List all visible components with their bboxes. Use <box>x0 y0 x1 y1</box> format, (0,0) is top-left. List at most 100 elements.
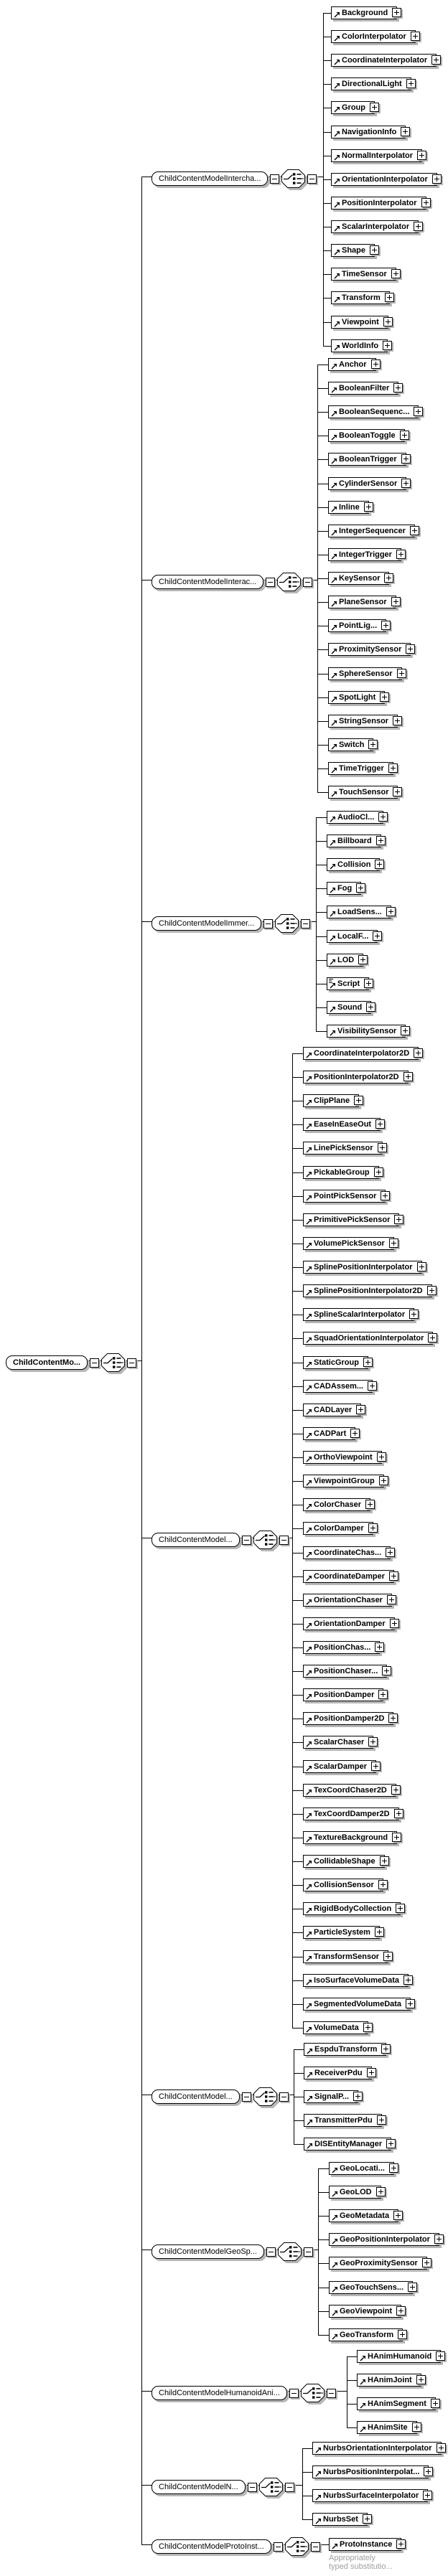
expand-button[interactable] <box>354 1096 364 1105</box>
expand-button[interactable] <box>434 2234 444 2244</box>
expand-button[interactable] <box>368 740 378 749</box>
element-node[interactable]: Anchor <box>328 358 381 371</box>
collapse-button[interactable] <box>241 2092 251 2102</box>
element-node[interactable]: Billboard <box>327 835 386 847</box>
element-node[interactable]: IntegerTrigger <box>328 548 406 561</box>
expand-button[interactable] <box>411 2422 421 2432</box>
collapse-button[interactable] <box>289 2388 299 2398</box>
expand-button[interactable] <box>393 383 403 392</box>
element-node[interactable]: IsoSurfaceVolumeData <box>303 1974 414 1987</box>
element-node[interactable]: GeoViewpoint <box>329 2305 406 2318</box>
element-node[interactable]: NurbsSurfaceInterpolator <box>312 2489 433 2502</box>
expand-button[interactable] <box>356 1405 366 1414</box>
expand-button[interactable] <box>356 883 366 893</box>
collapse-button[interactable] <box>310 2542 320 2552</box>
expand-button[interactable] <box>436 2351 446 2361</box>
expand-button[interactable] <box>396 2306 406 2316</box>
element-node[interactable]: NurbsOrientationInterpolator <box>312 2442 446 2455</box>
element-node[interactable]: CollisionSensor <box>303 1879 388 1891</box>
element-node[interactable]: OrientationChaser <box>303 1594 396 1607</box>
expand-button[interactable] <box>370 103 379 112</box>
group-node-2-box[interactable]: ChildContentModelImmer... <box>151 916 262 931</box>
element-node[interactable]: ScalarInterpolator <box>331 220 424 233</box>
expand-button[interactable] <box>370 359 381 369</box>
expand-button[interactable] <box>384 293 394 302</box>
element-node[interactable]: Inline <box>328 501 373 514</box>
element-node[interactable]: SegmentedVolumeData <box>303 1998 416 2011</box>
expand-button[interactable] <box>396 2539 406 2549</box>
expand-button[interactable] <box>386 2139 396 2148</box>
element-node[interactable]: CylinderSensor <box>328 477 411 490</box>
expand-button[interactable] <box>388 1714 398 1723</box>
expand-button[interactable] <box>389 1571 399 1581</box>
expand-button[interactable] <box>409 526 419 535</box>
expand-button[interactable] <box>421 198 431 207</box>
element-node[interactable]: VisibilitySensor <box>327 1025 411 1038</box>
expand-button[interactable] <box>416 2375 426 2384</box>
expand-button[interactable] <box>401 1026 411 1035</box>
element-node[interactable]: SignalP... <box>304 2090 363 2103</box>
expand-button[interactable] <box>374 1927 384 1937</box>
element-node[interactable]: CADLayer <box>303 1404 366 1416</box>
expand-button[interactable] <box>430 2399 440 2408</box>
element-node[interactable]: Collision <box>327 858 385 871</box>
element-node[interactable]: BooleanSequenc... <box>328 405 424 418</box>
element-node[interactable]: TransformSensor <box>303 1950 393 1963</box>
expand-button[interactable] <box>358 955 368 964</box>
expand-button[interactable] <box>363 2023 373 2032</box>
element-node[interactable]: PositionDamper <box>303 1688 388 1701</box>
expand-button[interactable] <box>431 174 442 184</box>
element-node[interactable]: TouchSensor <box>328 786 403 799</box>
expand-button[interactable] <box>373 1167 383 1177</box>
expand-button[interactable] <box>376 2115 386 2125</box>
expand-button[interactable] <box>423 2491 433 2500</box>
element-node[interactable]: AudioCl... <box>327 811 388 824</box>
element-node[interactable]: OrientationInterpolator <box>331 173 442 186</box>
expand-button[interactable] <box>363 1358 373 1367</box>
expand-button[interactable] <box>401 479 411 488</box>
expand-button[interactable] <box>393 1809 403 1818</box>
element-node[interactable]: SphereSensor <box>328 667 406 680</box>
expand-button[interactable] <box>364 979 374 988</box>
element-node[interactable]: LOD <box>327 954 368 967</box>
expand-button[interactable] <box>414 407 424 416</box>
element-node[interactable]: Viewpoint <box>331 316 393 329</box>
expand-button[interactable] <box>375 836 386 845</box>
group-node-6-box[interactable]: ChildContentModelHumanoidAni... <box>151 2386 287 2400</box>
expand-button[interactable] <box>378 1880 388 1889</box>
expand-button[interactable] <box>436 2443 446 2453</box>
expand-button[interactable] <box>424 2467 434 2476</box>
element-node[interactable]: SpotLight <box>328 691 390 704</box>
collapse-button[interactable] <box>307 174 317 184</box>
element-node[interactable]: CADAssem... <box>303 1380 378 1393</box>
expand-button[interactable] <box>386 1548 396 1557</box>
element-node[interactable]: DISEntityManager <box>304 2138 396 2150</box>
element-node[interactable]: LinePickSensor <box>303 1142 387 1155</box>
element-node[interactable]: SquadOrientationInterpolator <box>303 1332 438 1345</box>
expand-button[interactable] <box>365 1500 375 1509</box>
expand-button[interactable] <box>406 644 416 654</box>
element-node[interactable]: GeoLocati... <box>329 2162 398 2175</box>
element-node[interactable]: PositionChas... <box>303 1641 385 1654</box>
element-node[interactable]: SplineScalarInterpolator <box>303 1308 419 1321</box>
expand-button[interactable] <box>426 1286 437 1295</box>
expand-button[interactable] <box>386 907 396 916</box>
collapse-button[interactable] <box>301 918 311 929</box>
expand-button[interactable] <box>368 1737 378 1747</box>
expand-button[interactable] <box>353 2092 363 2101</box>
expand-button[interactable] <box>394 1215 404 1224</box>
element-node[interactable]: Group <box>331 101 379 114</box>
collapse-button[interactable] <box>303 577 313 587</box>
collapse-button[interactable] <box>326 2388 336 2398</box>
expand-button[interactable] <box>381 621 391 630</box>
element-node[interactable]: HAnimJoint <box>357 2374 426 2387</box>
expand-button[interactable] <box>392 1833 402 1842</box>
expand-button[interactable] <box>398 2330 408 2339</box>
element-node[interactable]: PositionChaser... <box>303 1665 392 1678</box>
element-node[interactable]: Shape <box>331 244 380 257</box>
expand-button[interactable] <box>396 550 406 559</box>
element-node[interactable]: TexCoordChaser2D <box>303 1784 401 1797</box>
collapse-button[interactable] <box>303 2247 313 2257</box>
element-node[interactable]: PlaneSensor <box>328 596 401 608</box>
element-node[interactable]: CoordinateChas... <box>303 1546 396 1559</box>
